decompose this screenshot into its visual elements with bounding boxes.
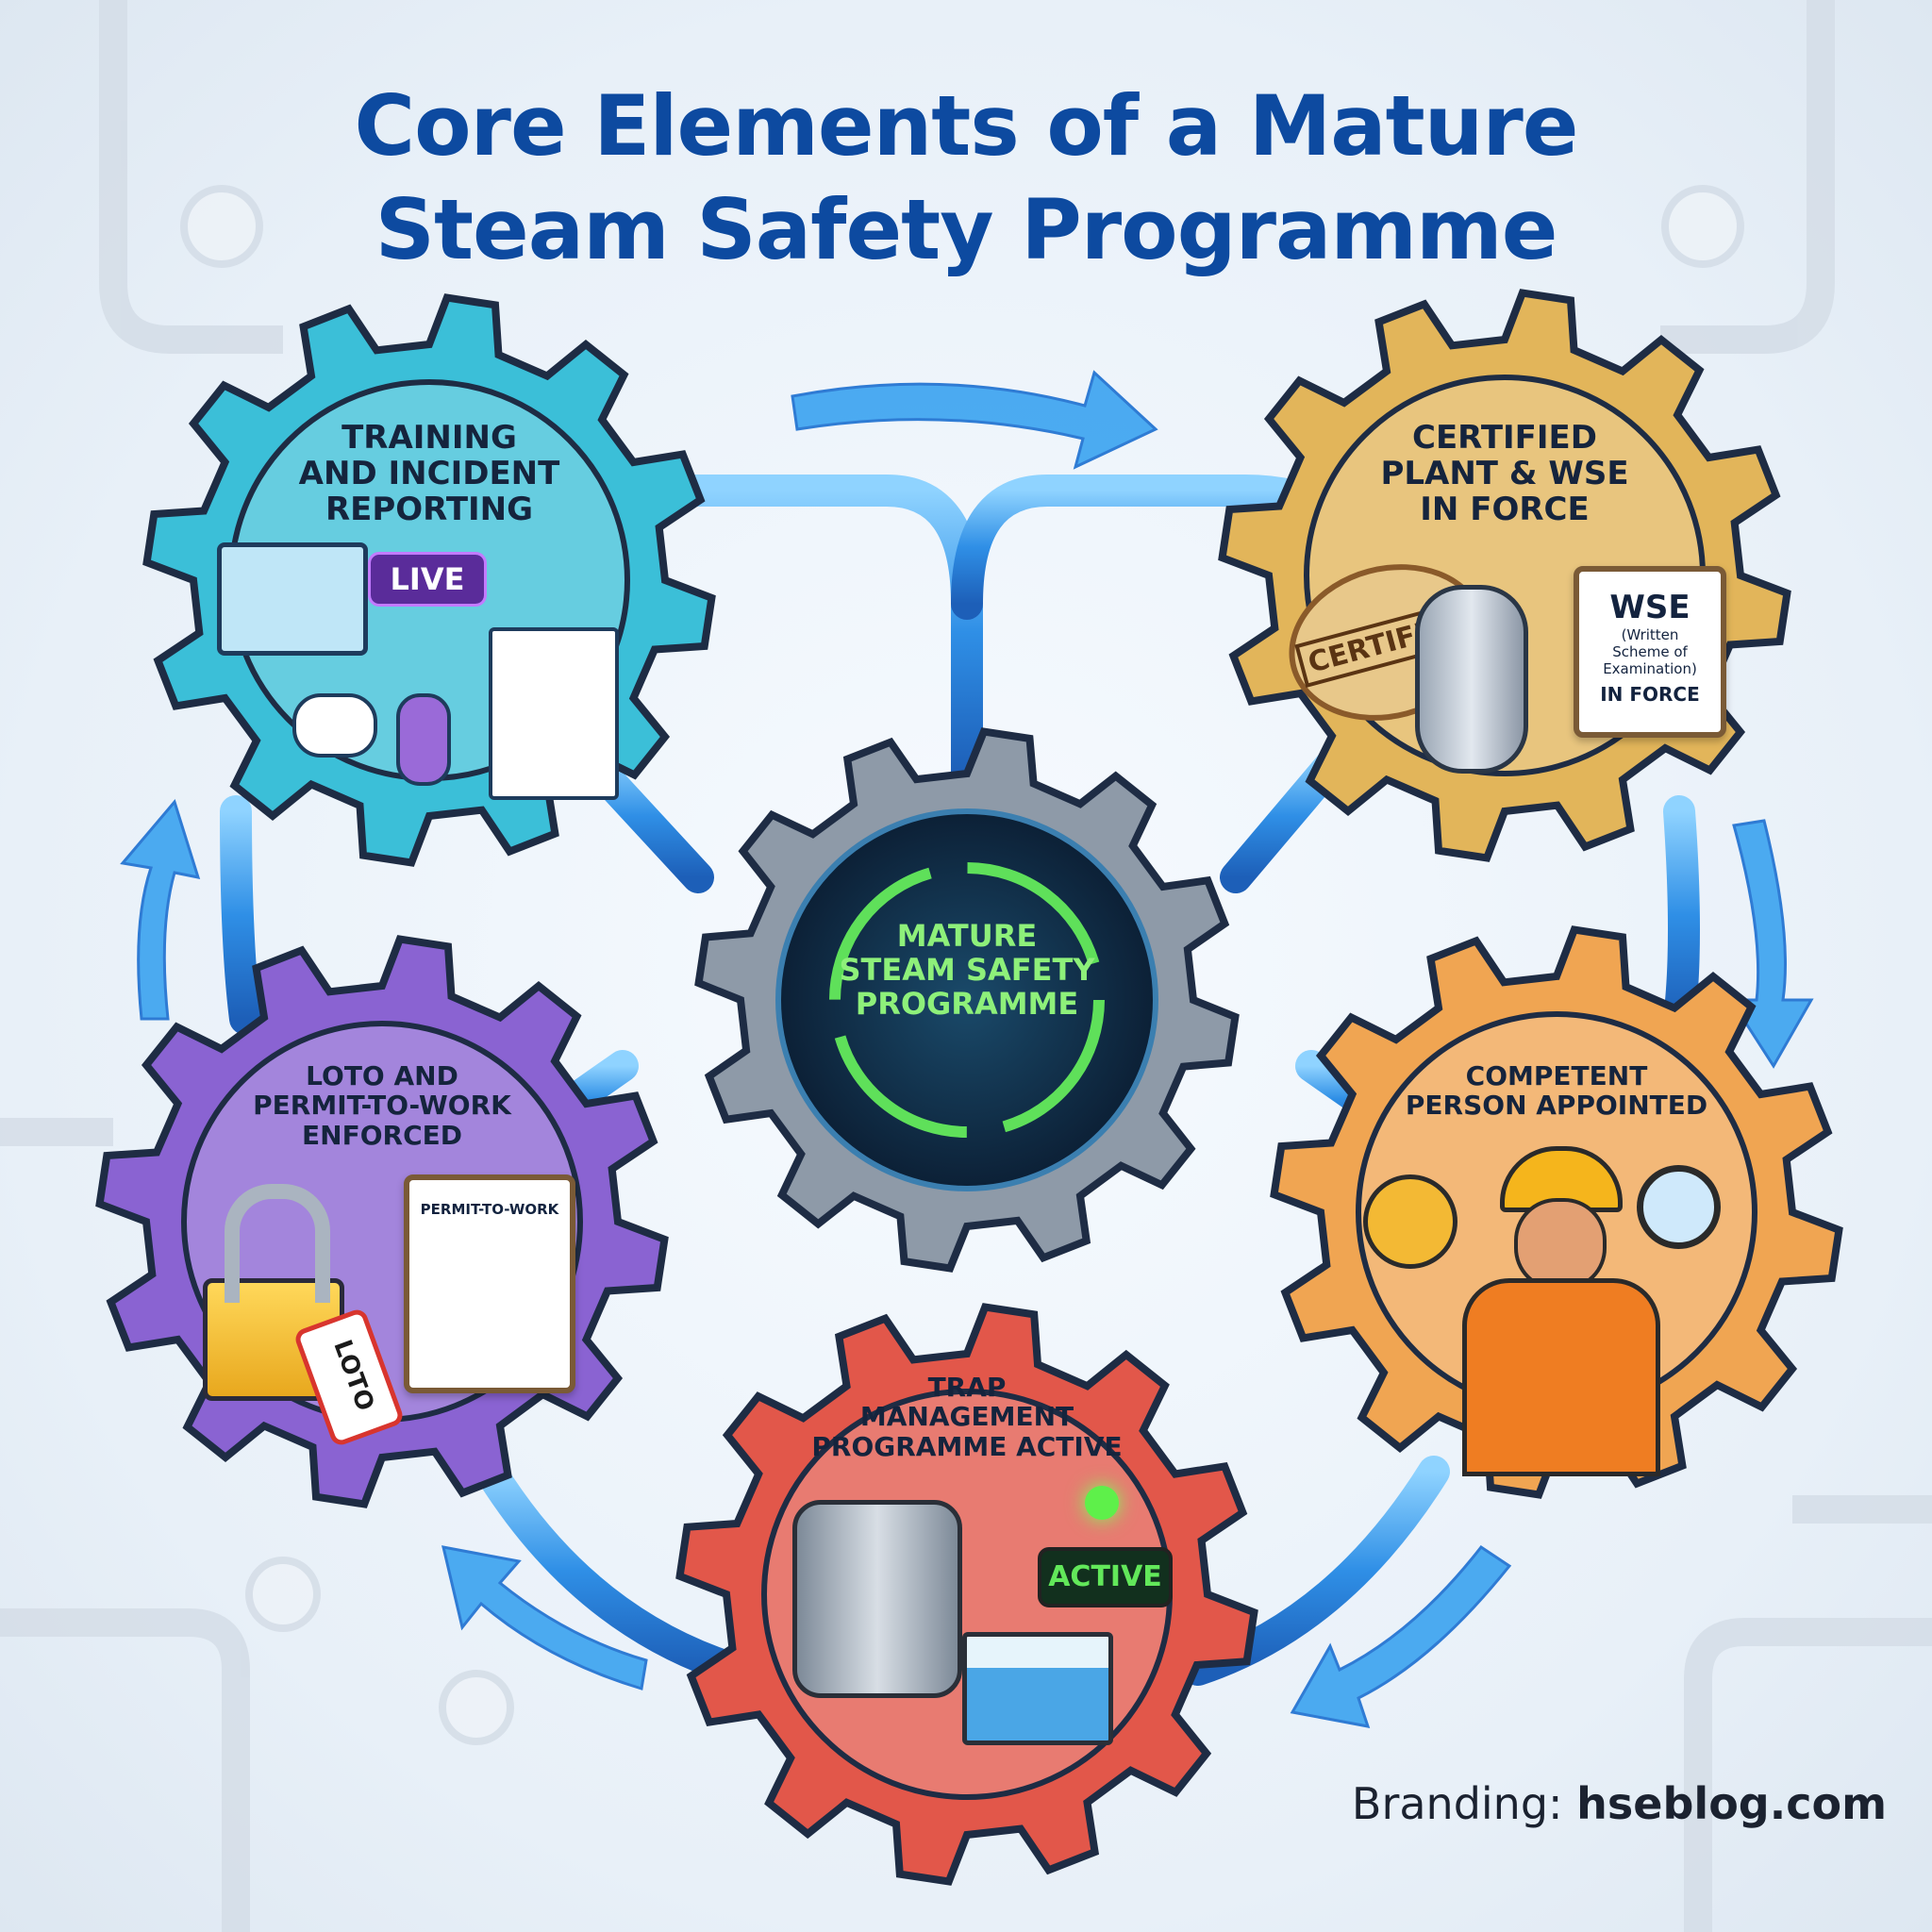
label-line: PERSON APPOINTED xyxy=(1405,1090,1708,1122)
live-badge: LIVE xyxy=(368,552,487,607)
padlock-shackle-icon xyxy=(225,1184,330,1303)
boiler-icon xyxy=(1415,585,1528,774)
cycle-arrows-icon xyxy=(829,862,1105,1138)
chat-bubble-icon xyxy=(292,693,377,758)
label-line: TRAINING xyxy=(341,419,517,457)
label-line: TRAP xyxy=(927,1372,1007,1403)
center-gear xyxy=(694,727,1240,1273)
wse-clipboard: WSE (Written Scheme of Examination) IN F… xyxy=(1574,566,1726,738)
branding-prefix: Branding: xyxy=(1351,1778,1563,1829)
label-line: PROGRAMME ACTIVE xyxy=(811,1430,1123,1462)
active-badge: ACTIVE xyxy=(1038,1547,1173,1607)
wse-line: Examination) xyxy=(1603,660,1697,677)
arrow-bottom-right-icon xyxy=(1290,1544,1512,1728)
center-label-line: PROGRAMME xyxy=(855,985,1079,1022)
wse-title: WSE xyxy=(1609,589,1690,626)
water-beaker-icon xyxy=(962,1632,1113,1745)
center-label-line: MATURE xyxy=(896,918,1038,954)
steam-trap-icon xyxy=(792,1500,962,1698)
arrow-top-icon xyxy=(791,370,1158,470)
worker-icon xyxy=(1443,1146,1670,1476)
worker-face xyxy=(1514,1198,1607,1291)
competent-label: COMPETENT PERSON APPOINTED xyxy=(1406,1061,1707,1121)
training-label: TRAINING AND INCIDENT REPORTING xyxy=(299,420,560,527)
label-line: REPORTING xyxy=(325,491,534,529)
wse-line: Scheme of xyxy=(1612,643,1688,660)
label-line: CERTIFIED xyxy=(1412,419,1597,457)
permit-title: PERMIT-TO-WORK xyxy=(420,1201,559,1218)
trap-label: TRAP MANAGEMENT PROGRAMME ACTIVE xyxy=(811,1373,1122,1461)
monitor-icon xyxy=(217,542,368,656)
safety-vest xyxy=(1462,1278,1660,1476)
label-line: PLANT & WSE xyxy=(1380,455,1629,493)
branding-site: hseblog.com xyxy=(1576,1778,1887,1829)
report-chart-icon xyxy=(489,627,619,800)
award-badge-icon xyxy=(1363,1174,1457,1269)
permit-clipboard: PERMIT-TO-WORK xyxy=(404,1174,575,1393)
microphone-icon xyxy=(396,693,451,786)
arrow-left-icon xyxy=(120,798,201,1021)
flow-arrows xyxy=(120,370,1814,1728)
center-label-line: STEAM SAFETY xyxy=(839,951,1095,988)
status-light-icon xyxy=(1085,1486,1119,1520)
label-line: MANAGEMENT xyxy=(859,1401,1074,1433)
arrow-bottom-left-icon xyxy=(441,1545,648,1690)
title-line-1: Core Elements of a Mature xyxy=(354,77,1579,175)
branding: Branding: hseblog.com xyxy=(1352,1778,1887,1829)
wse-line: (Written xyxy=(1621,626,1679,643)
certified-label: CERTIFIED PLANT & WSE IN FORCE xyxy=(1380,420,1628,527)
loto-label: LOTO AND PERMIT-TO-WORK ENFORCED xyxy=(253,1061,511,1150)
label-line: PERMIT-TO-WORK xyxy=(253,1090,511,1122)
label-line: LOTO AND xyxy=(306,1060,458,1091)
wse-footer: IN FORCE xyxy=(1600,683,1700,706)
label-line: AND INCIDENT xyxy=(298,455,560,493)
label-line: COMPETENT xyxy=(1465,1060,1648,1091)
center-label: MATURE STEAM SAFETY PROGRAMME xyxy=(839,918,1095,1022)
title-line-2: Steam Safety Programme xyxy=(375,181,1558,278)
label-line: IN FORCE xyxy=(1420,491,1590,529)
label-line: ENFORCED xyxy=(302,1119,462,1151)
magnifier-icon xyxy=(1637,1165,1721,1249)
